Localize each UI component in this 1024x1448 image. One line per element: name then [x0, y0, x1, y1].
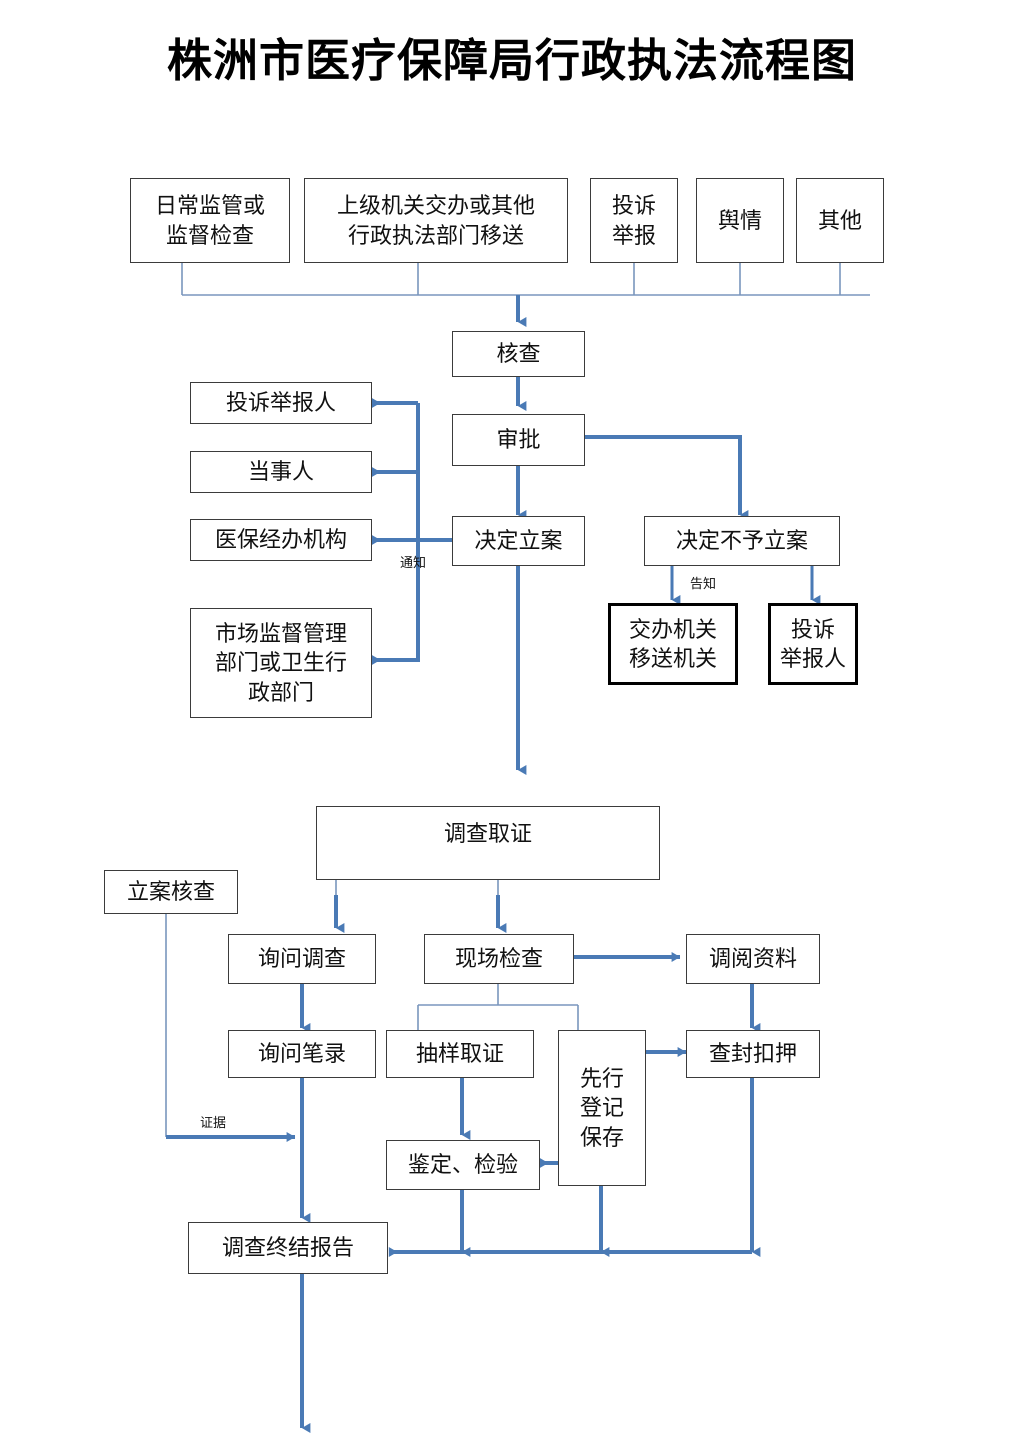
node-source-daily-label: 日常监管或 监督检查 [154, 193, 265, 248]
node-inquiry[interactable]: 询问调查 [228, 934, 376, 984]
node-source-other-label: 其他 [817, 207, 862, 233]
node-inform-transfer-org[interactable]: 交办机关 移送机关 [608, 603, 738, 685]
node-decide-nofile[interactable]: 决定不予立案 [644, 516, 840, 566]
node-approval[interactable]: 审批 [452, 414, 585, 466]
node-preregister-label: 先行 登记 保存 [579, 1065, 624, 1150]
node-decide-file-label: 决定立案 [474, 528, 563, 554]
node-inform-complainant[interactable]: 投诉 举报人 [768, 603, 858, 685]
node-source-transfer[interactable]: 上级机关交办或其他 行政执法部门移送 [304, 178, 568, 263]
node-preregister[interactable]: 先行 登记 保存 [558, 1030, 646, 1186]
node-investigate[interactable]: 调查取证 [316, 806, 660, 880]
node-inform-transfer-org-label: 交办机关 移送机关 [628, 616, 717, 671]
node-retrieve-docs[interactable]: 调阅资料 [686, 934, 820, 984]
node-inquiry-record-label: 询问笔录 [257, 1041, 346, 1067]
node-notify-market[interactable]: 市场监督管理 部门或卫生行 政部门 [190, 608, 372, 718]
node-verify[interactable]: 核查 [452, 331, 585, 377]
node-source-daily[interactable]: 日常监管或 监督检查 [130, 178, 290, 263]
node-retrieve-docs-label: 调阅资料 [708, 946, 797, 972]
page-title: 株洲市医疗保障局行政执法流程图 [166, 34, 857, 87]
node-notify-complainant-label: 投诉举报人 [225, 390, 336, 416]
node-source-opinion-label: 舆情 [717, 207, 762, 233]
node-approval-label: 审批 [496, 427, 541, 453]
node-seizure[interactable]: 查封扣押 [686, 1030, 820, 1078]
node-notify-complainant[interactable]: 投诉举报人 [190, 382, 372, 424]
node-inquiry-label: 询问调查 [257, 946, 346, 972]
node-case-review[interactable]: 立案核查 [104, 870, 238, 914]
node-source-complaint[interactable]: 投诉 举报 [590, 178, 678, 263]
node-onsite[interactable]: 现场检查 [424, 934, 574, 984]
node-source-complaint-label: 投诉 举报 [611, 193, 656, 248]
node-case-review-label: 立案核查 [126, 879, 215, 905]
node-appraisal-label: 鉴定、检验 [407, 1152, 518, 1178]
node-final-report[interactable]: 调查终结报告 [188, 1222, 388, 1274]
node-notify-party-label: 当事人 [247, 459, 314, 485]
node-notify-agency-label: 医保经办机构 [214, 527, 347, 553]
node-verify-label: 核查 [496, 341, 541, 367]
node-inform-complainant-label: 投诉 举报人 [779, 616, 846, 671]
node-decide-nofile-label: 决定不予立案 [675, 528, 808, 554]
node-onsite-label: 现场检查 [454, 946, 543, 972]
edge-label-evidence: 证据 [200, 1115, 227, 1130]
node-sampling-label: 抽样取证 [415, 1041, 504, 1067]
node-notify-party[interactable]: 当事人 [190, 451, 372, 493]
node-source-transfer-label: 上级机关交办或其他 行政执法部门移送 [336, 193, 535, 248]
node-final-report-label: 调查终结报告 [221, 1235, 354, 1261]
node-appraisal[interactable]: 鉴定、检验 [386, 1140, 540, 1190]
node-decide-file[interactable]: 决定立案 [452, 516, 585, 566]
node-investigate-label: 调查取证 [443, 821, 532, 846]
node-seizure-label: 查封扣押 [708, 1041, 797, 1067]
node-source-other[interactable]: 其他 [796, 178, 884, 263]
edge-label-inform: 告知 [690, 576, 717, 591]
edge-label-notify: 通知 [400, 555, 427, 570]
node-notify-agency[interactable]: 医保经办机构 [190, 519, 372, 561]
node-source-opinion[interactable]: 舆情 [696, 178, 784, 263]
node-inquiry-record[interactable]: 询问笔录 [228, 1030, 376, 1078]
node-notify-market-label: 市场监督管理 部门或卫生行 政部门 [214, 620, 347, 705]
node-sampling[interactable]: 抽样取证 [386, 1030, 534, 1078]
